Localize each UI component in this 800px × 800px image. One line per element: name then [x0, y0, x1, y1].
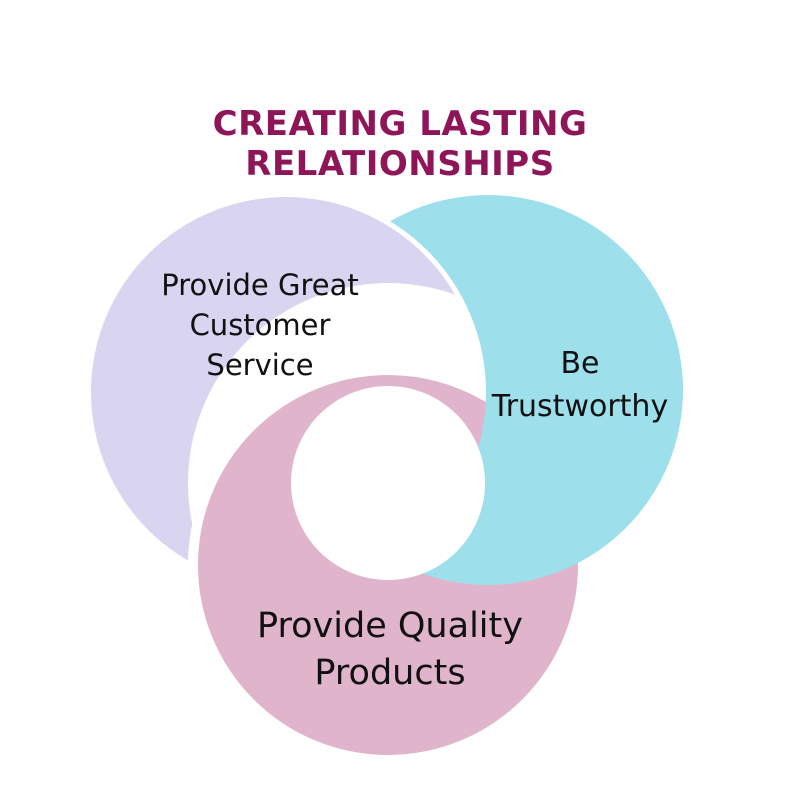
label-customer-service: Provide Great Customer Service	[130, 265, 390, 385]
label-line: Provide Quality	[257, 606, 523, 646]
label-line: Service	[206, 348, 314, 382]
label-line: Trustworthy	[491, 389, 669, 424]
center-hole	[291, 386, 485, 580]
label-line: Provide Great	[161, 268, 359, 302]
label-line: Be	[560, 346, 600, 381]
label-trustworthy: Be Trustworthy	[470, 342, 690, 428]
title-line-1: CREATING LASTING	[212, 104, 588, 144]
title-line-2: RELATIONSHIPS	[245, 144, 555, 184]
label-line: Customer	[189, 308, 331, 342]
diagram-title: CREATING LASTING RELATIONSHIPS	[0, 104, 800, 184]
label-quality-products: Provide Quality Products	[200, 603, 580, 697]
label-line: Products	[314, 653, 466, 693]
